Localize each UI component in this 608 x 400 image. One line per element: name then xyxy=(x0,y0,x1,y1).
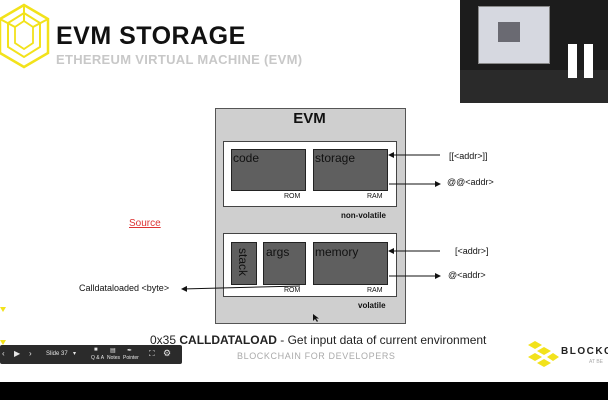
memory-ram-tag: RAM xyxy=(367,287,383,294)
slide-subtitle: ETHEREUM VIRTUAL MACHINE (EVM) xyxy=(56,52,303,67)
pause-icon xyxy=(568,44,577,78)
code-rom-tag: ROM xyxy=(284,193,301,200)
pointer-icon: ✒ xyxy=(127,348,133,354)
slide-title: EVM STORAGE xyxy=(56,22,246,50)
opcode-desc: - Get input data of current environment xyxy=(280,333,487,347)
stack-box xyxy=(231,242,257,285)
fullscreen-icon[interactable]: ⛶ xyxy=(149,349,155,358)
storage-label: storage xyxy=(315,151,356,165)
args-box xyxy=(263,242,306,285)
slide-selector[interactable]: Slide 37 xyxy=(46,351,68,357)
qa-icon: ■ xyxy=(94,347,98,353)
memory-read-op: @<addr> xyxy=(448,270,486,280)
notes-button[interactable]: Notes xyxy=(107,355,121,361)
chevron-down-icon[interactable]: ▾ xyxy=(73,351,77,357)
source-link[interactable]: Source xyxy=(129,218,161,229)
mouse-cursor-icon xyxy=(313,314,319,322)
opcode-name: CALLDATALOAD xyxy=(179,333,277,347)
code-label: code xyxy=(233,151,260,165)
qa-button[interactable]: Q & A xyxy=(91,355,105,361)
nonvolatile-label: non-volatile xyxy=(341,211,386,220)
storage-read-op: @@<addr> xyxy=(447,177,494,187)
code-box xyxy=(231,149,306,191)
storage-ram-tag: RAM xyxy=(367,193,383,200)
opcode: 0x35 xyxy=(150,333,177,347)
pointer-button[interactable]: Pointer xyxy=(123,355,139,361)
cube-logo-icon xyxy=(0,3,50,69)
calldata-op: Calldataloaded <byte> xyxy=(79,283,170,293)
next-slide-icon[interactable]: › xyxy=(29,349,32,358)
memory-label: memory xyxy=(315,245,359,259)
presenter-video xyxy=(460,0,608,103)
args-label: args xyxy=(266,245,290,259)
volatile-label: volatile xyxy=(358,301,386,310)
notes-icon: ▤ xyxy=(110,348,116,354)
prev-slide-icon[interactable]: ‹ xyxy=(2,349,5,358)
brand-logo-icon xyxy=(528,341,559,367)
slide-footer: BLOCKCHAIN FOR DEVELOPERS xyxy=(237,351,396,361)
marker-icon xyxy=(0,307,6,312)
presentation-toolbar: ‹ ▶ › Slide 37 ▾ ■ Q & A ▤ Notes ✒ Point… xyxy=(0,345,182,364)
play-icon[interactable]: ▶ xyxy=(14,349,21,358)
storage-write-op: [[<addr>]] xyxy=(449,151,488,161)
args-rom-tag: ROM xyxy=(284,287,301,294)
evm-title: EVM xyxy=(293,110,326,127)
gear-icon[interactable]: ⚙ xyxy=(163,348,172,358)
bottom-black-bar xyxy=(0,382,608,400)
marker-icon xyxy=(0,340,6,345)
storage-box xyxy=(313,149,388,191)
memory-write-op: [<addr>] xyxy=(455,246,489,256)
brand-name: BLOCKC xyxy=(561,346,608,357)
instruction-line: 0x35 CALLDATALOAD - Get input data of cu… xyxy=(150,333,486,347)
memory-box xyxy=(313,242,388,285)
brand-subtext: AT BE xyxy=(589,359,603,365)
